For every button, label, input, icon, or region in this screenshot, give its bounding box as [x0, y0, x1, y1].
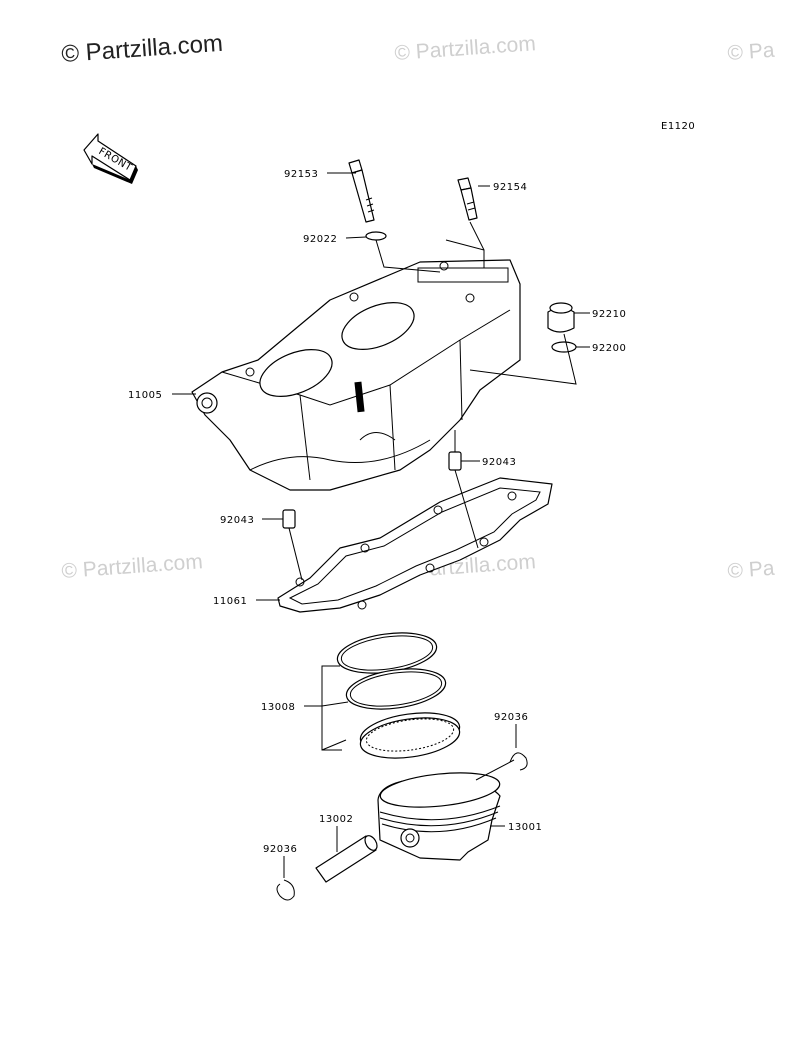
watermark-top-right: © Pa	[727, 39, 776, 65]
watermark-main: © Partzilla.com	[61, 30, 224, 68]
piston-pin-13002-icon	[315, 835, 378, 883]
label-13001[interactable]: 13001	[508, 822, 542, 833]
diagram-code: E1120	[661, 121, 695, 132]
washer-92022-icon	[365, 231, 387, 241]
label-11005[interactable]: 11005	[128, 390, 162, 401]
watermark-mid-right: © Pa	[727, 557, 776, 583]
collar-92210-icon	[547, 302, 575, 333]
label-13002[interactable]: 13002	[319, 814, 353, 825]
gasket-11061-icon	[277, 477, 553, 613]
label-92036-left[interactable]: 92036	[263, 844, 297, 855]
circlip-92036-left-icon	[276, 879, 295, 901]
watermark-mid-left: © Partzilla.com	[61, 550, 204, 583]
piston-13001-icon	[377, 772, 501, 861]
label-92043-right[interactable]: 92043	[482, 457, 516, 468]
cylinder-block-11005-icon	[191, 259, 521, 491]
label-92153[interactable]: 92153	[284, 169, 318, 180]
label-92022[interactable]: 92022	[303, 234, 337, 245]
dowel-92043-right-icon	[448, 451, 462, 471]
label-11061[interactable]: 11061	[213, 596, 247, 607]
washer-92200-icon	[551, 341, 577, 353]
bolt-92154-icon	[457, 177, 478, 221]
watermark-top-center: © Partzilla.com	[394, 32, 537, 65]
leader-lines	[172, 172, 590, 878]
label-92200[interactable]: 92200	[592, 343, 626, 354]
bolt-92153-icon	[348, 159, 375, 223]
label-92210[interactable]: 92210	[592, 309, 626, 320]
front-arrow-icon: FRONT	[83, 133, 138, 184]
label-92043-left[interactable]: 92043	[220, 515, 254, 526]
label-92154[interactable]: 92154	[493, 182, 527, 193]
label-92036-right[interactable]: 92036	[494, 712, 528, 723]
piston-rings-13008-icon	[336, 632, 461, 759]
dowel-92043-left-icon	[282, 509, 296, 529]
circlip-92036-right-icon	[509, 752, 528, 771]
label-13008[interactable]: 13008	[261, 702, 295, 713]
